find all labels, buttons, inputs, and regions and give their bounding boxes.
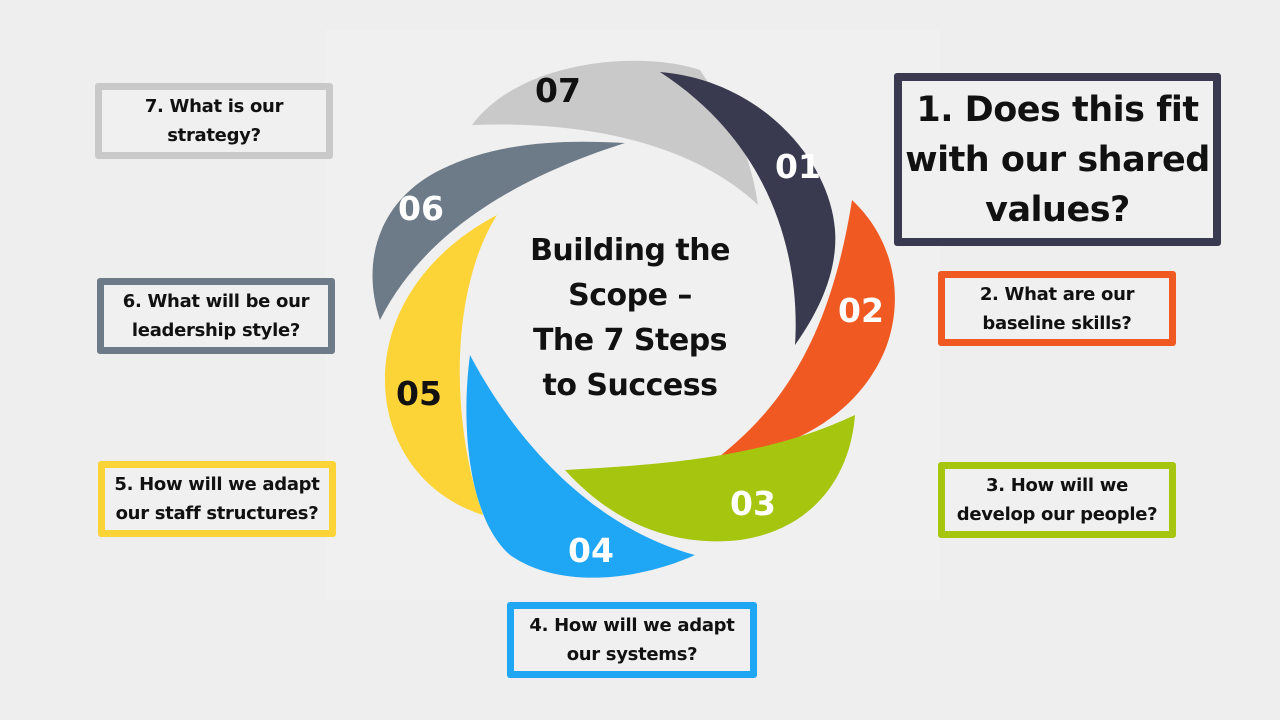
center-title: Building the Scope – The 7 Steps to Succ… [530,233,730,403]
petal-01 [660,72,836,345]
step-7-question: 7. What is our strategy? [144,96,284,146]
petal-number-06: 06 [398,189,444,228]
step-6-box: 6. What will be our leadership style? [97,278,335,354]
petal-06 [372,141,625,320]
step-7-box: 7. What is our strategy? [95,83,333,159]
step-5-question: 5. How will we adapt our staff structure… [114,474,320,524]
petal-05 [385,215,497,515]
step-3-question: 3. How will we develop our people? [956,475,1158,525]
step-6-question: 6. What will be our leadership style? [122,291,310,341]
petal-07 [472,60,758,205]
petal-02 [715,200,895,460]
step-4-box: 4. How will we adapt our systems? [507,602,757,678]
step-1-question: 1. Does this fit with our shared values? [905,89,1210,230]
step-2-box: 2. What are our baseline skills? [938,271,1176,346]
step-1-box: 1. Does this fit with our shared values? [894,73,1221,246]
petal-number-03: 03 [730,484,776,523]
step-5-box: 5. How will we adapt our staff structure… [98,461,336,537]
petal-number-02: 02 [838,291,884,330]
petal-number-07: 07 [535,71,581,110]
step-2-question: 2. What are our baseline skills? [979,283,1135,334]
step-4-question: 4. How will we adapt our systems? [529,615,735,665]
petal-number-01: 01 [775,147,821,186]
petal-04 [466,355,695,578]
petal-number-05: 05 [396,374,442,413]
petal-03 [565,415,855,542]
petal-number-04: 04 [568,531,614,570]
step-3-box: 3. How will we develop our people? [938,462,1176,538]
